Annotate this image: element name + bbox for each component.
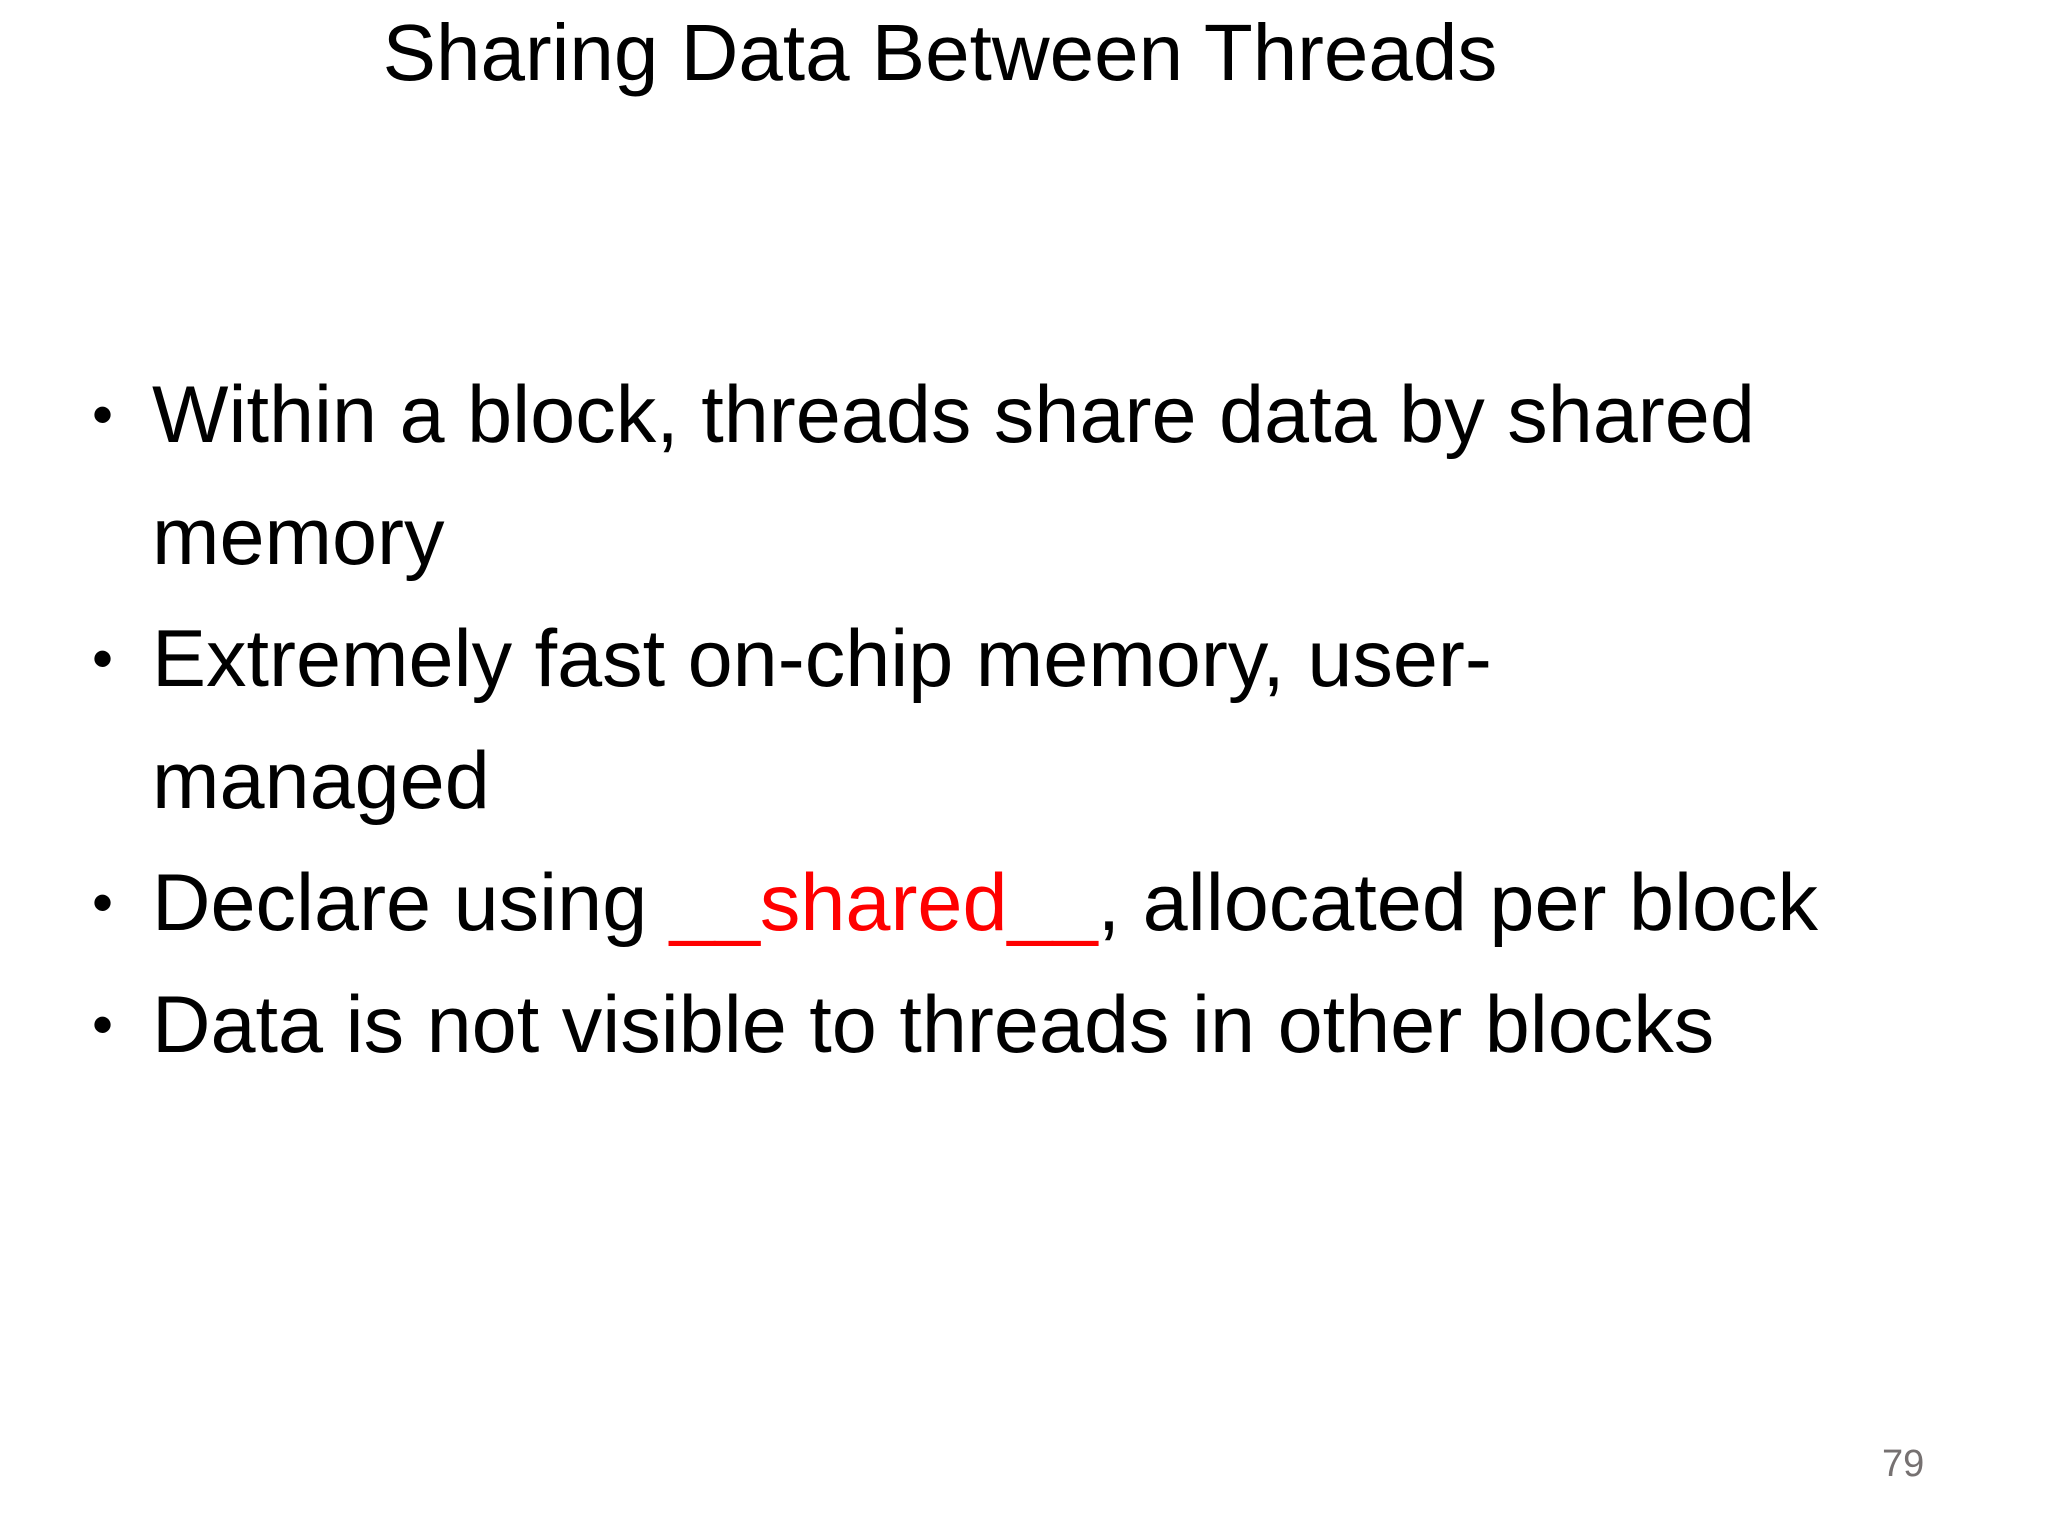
bullet-text-line: Extremely fast on-chip memory, user- — [152, 614, 1492, 704]
shared-keyword-highlight: __shared__ — [669, 858, 1098, 948]
bullet-text-line: managed — [152, 736, 490, 826]
bullet-item-declare-shared: • Declare using __shared__, allocated pe… — [92, 842, 2012, 964]
bullet-icon: • — [92, 991, 114, 1058]
bullet-text-line: Declare using __shared__, allocated per … — [152, 842, 2012, 964]
bullet-item-not-visible: • Data is not visible to threads in othe… — [92, 964, 2012, 1086]
bullet-text-segment: Declare using — [152, 858, 670, 948]
bullet-text-segment: , allocated per block — [1097, 858, 1819, 948]
bullet-item-fast-onchip: • Extremely fast on-chip memory, user- m… — [92, 598, 2012, 842]
bullet-item-shared-memory: • Within a block, threads share data by … — [92, 354, 2012, 598]
bullet-icon: • — [92, 869, 114, 936]
page-number: 79 — [1882, 1443, 1925, 1485]
bullet-text-line: Within a block, threads share data by sh… — [152, 370, 1755, 460]
bullet-icon: • — [92, 381, 114, 448]
bullet-icon: • — [92, 625, 114, 692]
bullet-list: • Within a block, threads share data by … — [92, 354, 2012, 1086]
slide-title: Sharing Data Between Threads — [382, 8, 1498, 97]
bullet-text-line: Data is not visible to threads in other … — [152, 980, 1715, 1070]
bullet-text-line: memory — [152, 492, 445, 582]
